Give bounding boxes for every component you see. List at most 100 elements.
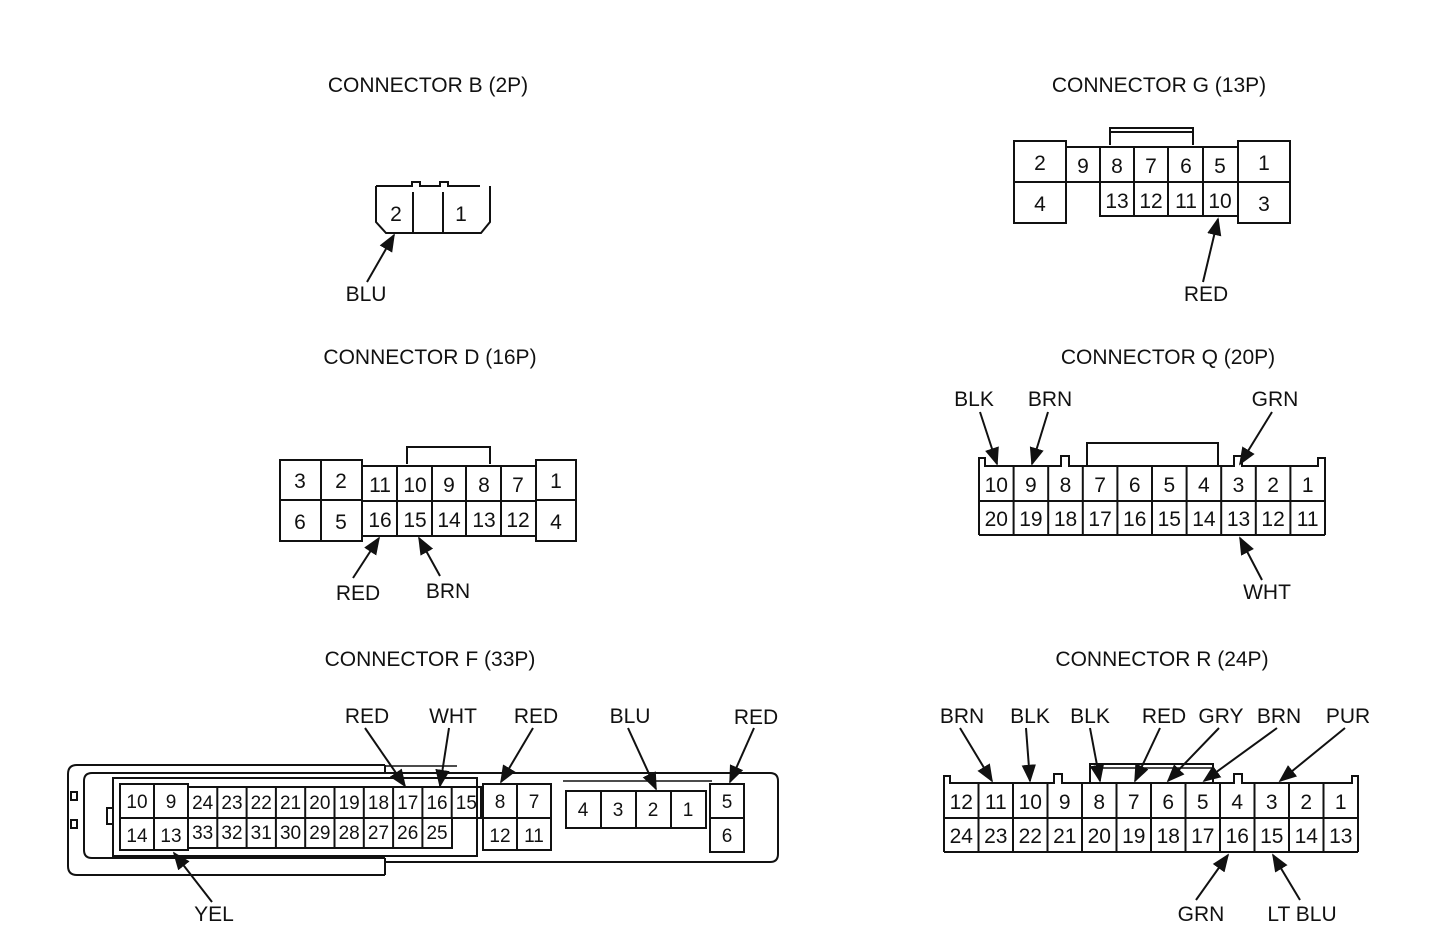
pin-label: 11 xyxy=(369,474,391,497)
pin-label: 19 xyxy=(1019,508,1042,531)
pin-label: 18 xyxy=(368,793,389,814)
pin-label: 24 xyxy=(950,825,974,848)
connector-q-latch xyxy=(1086,442,1219,466)
wire-pointer xyxy=(500,727,534,784)
pin-label: 7 xyxy=(1145,155,1157,178)
pin-cell xyxy=(1237,181,1291,224)
pin-label: 8 xyxy=(1060,474,1072,497)
connector-f-housing xyxy=(83,772,385,859)
wire-pointer xyxy=(627,727,657,791)
pin-label: 2 xyxy=(1267,474,1279,497)
connector-d-latch xyxy=(406,446,491,464)
wire-color-label: BLU xyxy=(610,705,651,728)
wire-pointer xyxy=(1272,853,1301,901)
pin-label: 19 xyxy=(339,793,360,814)
pin-label: 5 xyxy=(1163,474,1175,497)
pin-label: 10 xyxy=(985,474,1008,497)
pin-label: 1 xyxy=(1258,152,1270,175)
pin-label: 15 xyxy=(403,509,426,532)
pin-label: 6 xyxy=(722,826,733,847)
pin-label: 28 xyxy=(339,823,360,844)
wire-color-label: WHT xyxy=(1243,581,1291,604)
pin-label: 7 xyxy=(1094,474,1106,497)
pin-label: 2 xyxy=(390,203,402,226)
pin-label: 13 xyxy=(1105,190,1128,213)
pin-label: 12 xyxy=(950,791,973,814)
pin-label: 2 xyxy=(335,470,347,493)
connector-g: CONNECTOR G (13P) 2 4 9 8 7 6 5 13 12 11… xyxy=(1013,74,1291,306)
connector-r-dividers xyxy=(977,783,1325,852)
pin-label: 20 xyxy=(309,793,330,814)
pin-label: 9 xyxy=(166,792,177,813)
pin-label: 8 xyxy=(495,792,506,813)
pin-label: 4 xyxy=(1231,791,1243,814)
wire-color-label: BRN xyxy=(1028,388,1072,411)
wire-color-label: RED xyxy=(345,705,389,728)
pin-label: 9 xyxy=(443,474,455,497)
wire-pointer xyxy=(352,536,380,579)
pin-label: 17 xyxy=(397,793,418,814)
pin-label: 21 xyxy=(280,793,301,814)
pin-label: 18 xyxy=(1157,825,1180,848)
pin-label: 16 xyxy=(368,509,391,532)
pin-label: 17 xyxy=(1088,508,1111,531)
pin-label: 1 xyxy=(1302,474,1314,497)
pin-label: 22 xyxy=(251,793,272,814)
pin-label: 4 xyxy=(550,511,562,534)
wire-pointer xyxy=(979,411,999,466)
connector-f-housing xyxy=(385,772,779,863)
pin-label: 19 xyxy=(1122,825,1145,848)
pin-label: 3 xyxy=(1258,193,1270,216)
pin-label: 6 xyxy=(1180,155,1192,178)
pin-label: 3 xyxy=(1266,791,1278,814)
wire-pointer xyxy=(1239,411,1273,466)
pin-label: 5 xyxy=(1197,791,1209,814)
pin-label: 2 xyxy=(1034,152,1046,175)
pin-label: 7 xyxy=(512,474,524,497)
pin-label: 16 xyxy=(1226,825,1249,848)
pin-label: 7 xyxy=(529,792,540,813)
wire-pointer xyxy=(1278,727,1346,783)
connector-q-dividers xyxy=(1012,466,1292,535)
wire-pointer xyxy=(366,233,395,283)
wire-pointer xyxy=(418,536,441,577)
pin-cell xyxy=(1013,140,1067,183)
pin-label: 14 xyxy=(126,826,148,847)
wire-color-label: RED xyxy=(734,706,778,729)
wire-pointer xyxy=(1239,536,1263,581)
wire-pointer xyxy=(1166,727,1220,783)
pin-label: 5 xyxy=(1214,155,1226,178)
pin-label: 4 xyxy=(1034,193,1046,216)
pin-label: 8 xyxy=(478,474,490,497)
pin-label: 15 xyxy=(1158,508,1181,531)
pin-label: 4 xyxy=(1198,474,1210,497)
wire-color-label: BRN xyxy=(940,705,984,728)
connector-r-latch xyxy=(1089,763,1214,783)
pin-label: 10 xyxy=(1208,190,1231,213)
pin-label: 11 xyxy=(524,826,544,847)
pin-label: 16 xyxy=(426,793,447,814)
wire-color-label: PUR xyxy=(1326,705,1370,728)
pin-label: 22 xyxy=(1019,825,1042,848)
pin-label: 14 xyxy=(1192,508,1216,531)
wire-color-label: RED xyxy=(1184,283,1228,306)
pin-label: 31 xyxy=(251,823,272,844)
connector-r-housing xyxy=(943,773,1359,852)
wire-color-label: WHT xyxy=(429,705,477,728)
pin-label: 6 xyxy=(1162,791,1174,814)
connector-f-title: CONNECTOR F (33P) xyxy=(325,648,536,671)
pin-label: 20 xyxy=(1088,825,1111,848)
pin-label: 14 xyxy=(1295,825,1319,848)
wire-pointer xyxy=(1089,727,1105,783)
pin-label: 6 xyxy=(294,511,306,534)
pin-cell xyxy=(320,459,363,501)
connector-f-housing xyxy=(67,764,385,876)
pin-label: 10 xyxy=(1019,791,1042,814)
pin-label: 13 xyxy=(1329,825,1352,848)
pin-cell xyxy=(535,499,577,542)
connector-b-title: CONNECTOR B (2P) xyxy=(328,74,528,97)
pin-label: 9 xyxy=(1059,791,1071,814)
pin-label: 24 xyxy=(192,793,214,814)
